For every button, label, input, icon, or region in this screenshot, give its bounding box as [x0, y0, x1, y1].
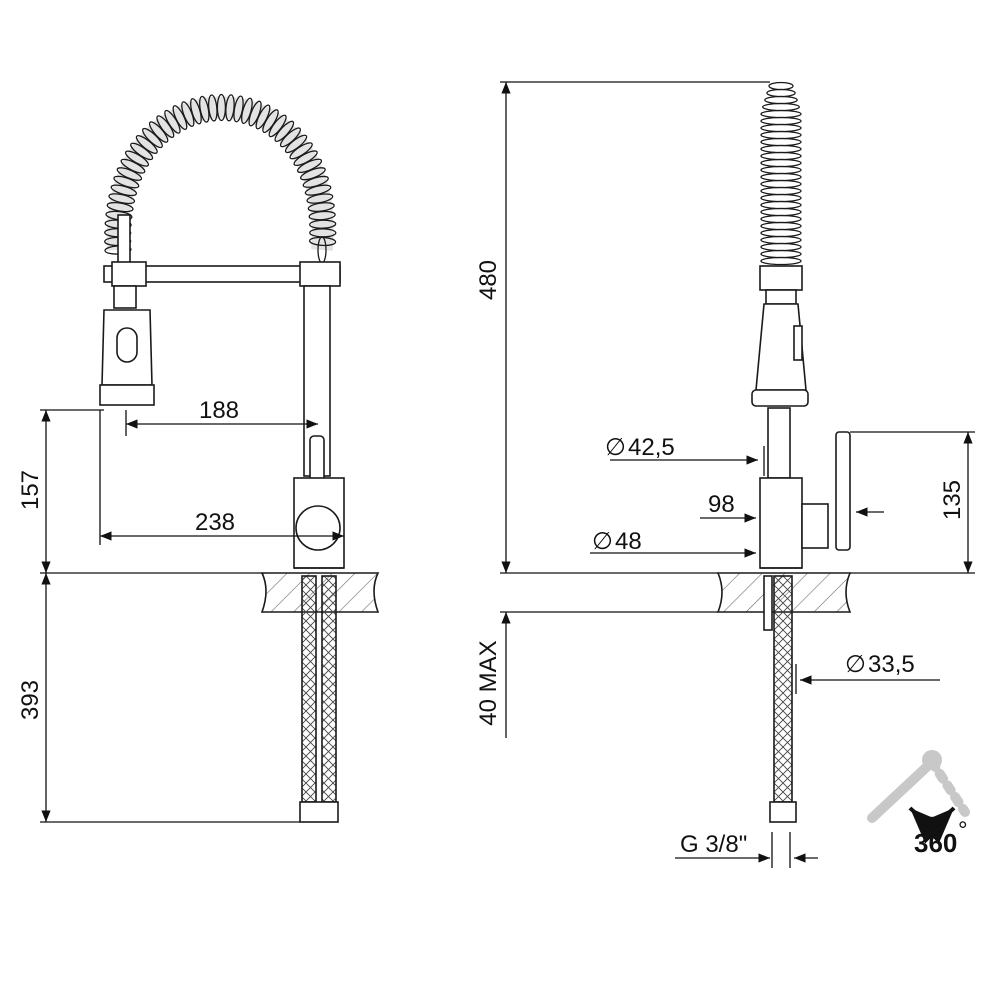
- side-spring-turn: [760, 207, 802, 217]
- spring-coil: [106, 96, 334, 251]
- side-spring-turn: [760, 200, 802, 210]
- bridge-collar: [299, 261, 341, 287]
- rotation-value: 360: [914, 828, 957, 858]
- degree-symbol: °: [958, 817, 968, 844]
- side-spring-turn: [760, 242, 802, 252]
- side-spring-turn: [760, 137, 802, 147]
- dim-42-5: 42,5: [628, 434, 675, 461]
- thread-size: G 3/8": [680, 831, 747, 858]
- side-hose-fitting: [769, 801, 797, 823]
- side-spring-turn: [760, 193, 802, 203]
- side-spray-nozzle: [751, 389, 809, 407]
- side-spring-turn: [760, 144, 802, 154]
- side-body: [759, 477, 803, 569]
- side-spring-turn: [760, 130, 802, 140]
- column: [303, 285, 331, 477]
- deck-section-left: [260, 572, 380, 613]
- spout-rod: [117, 214, 131, 266]
- diameter-symbol-48: ∅: [592, 528, 613, 555]
- side-spring-turn: [760, 235, 802, 245]
- side-neck: [765, 289, 797, 305]
- side-spring-turn: [760, 172, 802, 182]
- hose-fitting: [299, 801, 339, 823]
- dim-135: 135: [939, 480, 966, 520]
- side-spring-turn: [760, 221, 802, 231]
- rotation-arrow-icon: [908, 806, 956, 844]
- side-shank: [763, 575, 773, 631]
- side-spring-turn: [760, 151, 802, 161]
- side-view: [716, 81, 852, 823]
- side-dimensions: [500, 81, 975, 868]
- side-spray-button: [793, 325, 803, 361]
- spray-button: [116, 327, 138, 363]
- dim-480: 480: [475, 260, 502, 300]
- diameter-symbol-33: ∅: [845, 651, 866, 678]
- side-collar: [759, 265, 803, 291]
- side-spring-turn: [760, 179, 802, 189]
- dim-157: 157: [17, 470, 44, 510]
- side-spring-coils: [760, 81, 802, 266]
- front-dimensions: [40, 409, 344, 823]
- side-spring-turn: [764, 95, 798, 105]
- spring-coil-turns: [104, 93, 337, 264]
- side-column: [767, 407, 791, 479]
- side-spring-turn: [762, 102, 800, 112]
- spray-nozzle: [99, 384, 155, 406]
- spray-neck: [113, 285, 137, 309]
- side-spring-turn: [760, 249, 802, 259]
- dim-393: 393: [17, 680, 44, 720]
- side-spring-turn: [760, 123, 802, 133]
- side-spring-turn: [766, 88, 796, 98]
- dim-238: 238: [195, 509, 235, 536]
- front-view: [99, 93, 380, 823]
- side-spring-turn: [760, 116, 802, 126]
- side-spring-turn: [768, 81, 794, 91]
- dim-33-5: 33,5: [868, 651, 915, 678]
- rotation-icon: [867, 750, 970, 844]
- dim-48: 48: [615, 528, 642, 555]
- side-hose: [773, 575, 793, 803]
- side-spring-turn: [760, 165, 802, 175]
- hose-left: [301, 575, 317, 803]
- side-lever: [835, 431, 851, 551]
- side-spring-turn: [760, 256, 802, 266]
- side-lever-mount: [801, 503, 829, 549]
- bridge-clip: [111, 261, 147, 287]
- hose-right: [321, 575, 337, 803]
- side-spring-turn: [760, 228, 802, 238]
- side-spring-turn: [760, 109, 802, 119]
- dim-98: 98: [708, 491, 735, 518]
- dim-40-max: 40 MAX: [475, 640, 502, 725]
- diameter-symbol-42: ∅: [605, 434, 626, 461]
- side-spring-turn: [760, 214, 802, 224]
- side-spring-turn: [760, 158, 802, 168]
- side-spring-turn: [760, 186, 802, 196]
- mixer-dial: [295, 505, 341, 551]
- dim-188: 188: [199, 397, 239, 424]
